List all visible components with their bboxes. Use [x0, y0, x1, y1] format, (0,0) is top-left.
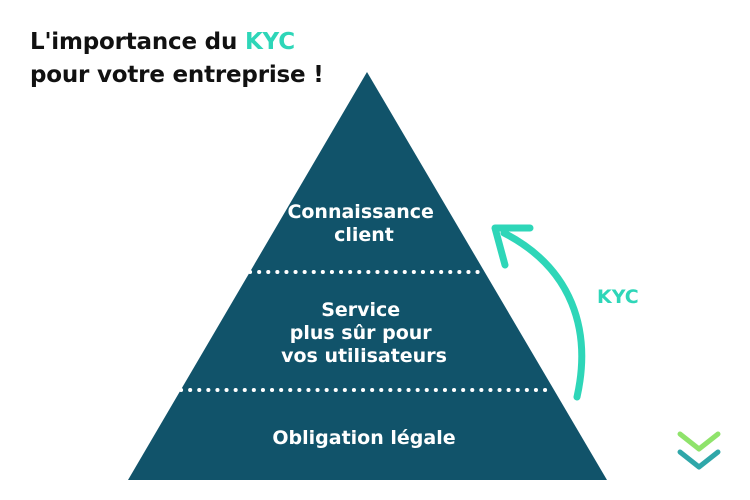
level-middle-line-2: plus sûr pour — [290, 322, 433, 344]
kyc-arrow-curve — [500, 229, 586, 401]
title-line-2: pour votre entreprise ! — [30, 62, 324, 88]
title-line-1: L'importance du KYC — [30, 26, 324, 59]
page-title: L'importance du KYC pour votre entrepris… — [30, 26, 324, 92]
kyc-arrow-head — [491, 224, 534, 269]
kyc-arrow-label: KYC — [597, 286, 639, 308]
title-highlight: KYC — [244, 29, 295, 55]
pyramid-level-middle: Service plus sûr pour vos utilisateurs — [281, 299, 447, 367]
level-middle-line-3: vos utilisateurs — [281, 345, 447, 367]
pyramid-shape — [128, 72, 607, 480]
pyramid-level-bottom: Obligation légale — [272, 427, 455, 449]
kyc-arrow — [491, 224, 586, 401]
level-bottom-line-1: Obligation légale — [272, 427, 455, 449]
level-top-line-2: client — [334, 224, 394, 246]
double-chevron-down-icon — [677, 431, 721, 470]
level-middle-line-1: Service — [321, 299, 400, 321]
title-prefix: L'importance du — [30, 29, 245, 55]
level-top-line-1: Connaissance — [287, 201, 434, 223]
pyramid-level-top: Connaissance client — [287, 201, 440, 246]
